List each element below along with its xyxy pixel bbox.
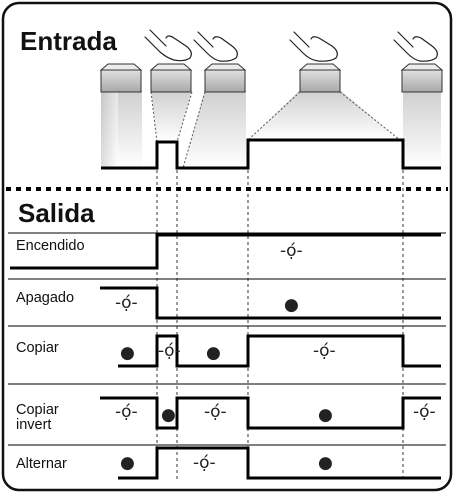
light-off-icon: ● <box>318 453 333 473</box>
light-off-icon: ● <box>206 343 221 363</box>
light-off-icon: ● <box>284 295 299 315</box>
light-on-icon: -ọ́- <box>413 402 436 422</box>
light-on-icon: -ọ́- <box>313 341 336 361</box>
waveform-on <box>10 233 441 270</box>
button-icon <box>149 63 193 93</box>
row-label-on: Encendido <box>16 238 85 254</box>
light-on-icon: -ọ́- <box>115 293 138 313</box>
row-label-off: Apagado <box>16 290 74 306</box>
finger-icon <box>144 29 192 62</box>
light-on-icon: -ọ́- <box>115 402 138 422</box>
waveform-off <box>100 286 441 320</box>
beam-group <box>101 90 441 168</box>
light-off-icon: ● <box>161 405 176 425</box>
row-label-toggle: Alternar <box>16 456 67 472</box>
button-icon <box>99 63 143 93</box>
light-on-icon: -ọ́- <box>280 241 303 261</box>
finger-icon <box>289 31 338 62</box>
output-title: Salida <box>18 198 95 228</box>
light-on-icon: -ọ́- <box>204 402 227 422</box>
input-title: Entrada <box>20 26 117 56</box>
waveform-toggle <box>118 446 441 480</box>
symbols: -ọ́- -ọ́- ● ● -ọ́- ● -ọ́- -ọ́- ● -ọ́- ● … <box>115 241 436 473</box>
light-on-icon: -ọ́- <box>158 341 181 361</box>
light-off-icon: ● <box>120 343 135 363</box>
row-label-copy: Copiar <box>16 340 59 356</box>
beam-edges <box>150 91 401 169</box>
light-on-icon: -ọ́- <box>193 453 216 473</box>
button-icons <box>99 63 444 93</box>
button-icon <box>298 63 342 93</box>
finger-icon <box>393 31 438 62</box>
light-off-icon: ● <box>318 405 333 425</box>
input-waveform <box>101 138 441 170</box>
button-icon <box>203 63 247 93</box>
button-icon <box>400 63 444 93</box>
finger-icon <box>193 31 238 62</box>
row-separators <box>8 232 446 446</box>
waveform-copy-invert <box>100 396 441 430</box>
waveform-copy <box>118 334 441 368</box>
light-off-icon: ● <box>120 453 135 473</box>
